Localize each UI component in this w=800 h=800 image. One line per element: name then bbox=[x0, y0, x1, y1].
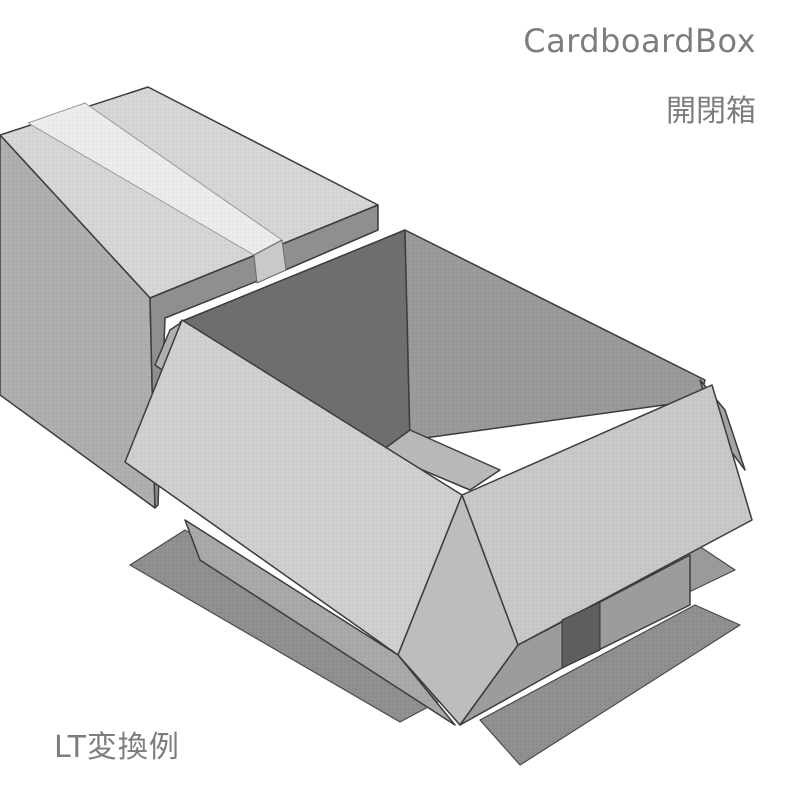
interior-floor bbox=[379, 429, 501, 491]
open-box bbox=[124, 229, 753, 726]
page-subtitle: 開閉箱 bbox=[666, 94, 756, 129]
closed-box bbox=[0, 86, 379, 509]
caption-label: LT変換例 bbox=[54, 730, 180, 765]
closed-box-right-face bbox=[149, 204, 379, 509]
front-tape bbox=[561, 601, 601, 669]
page-title: CardboardBox bbox=[523, 22, 756, 60]
